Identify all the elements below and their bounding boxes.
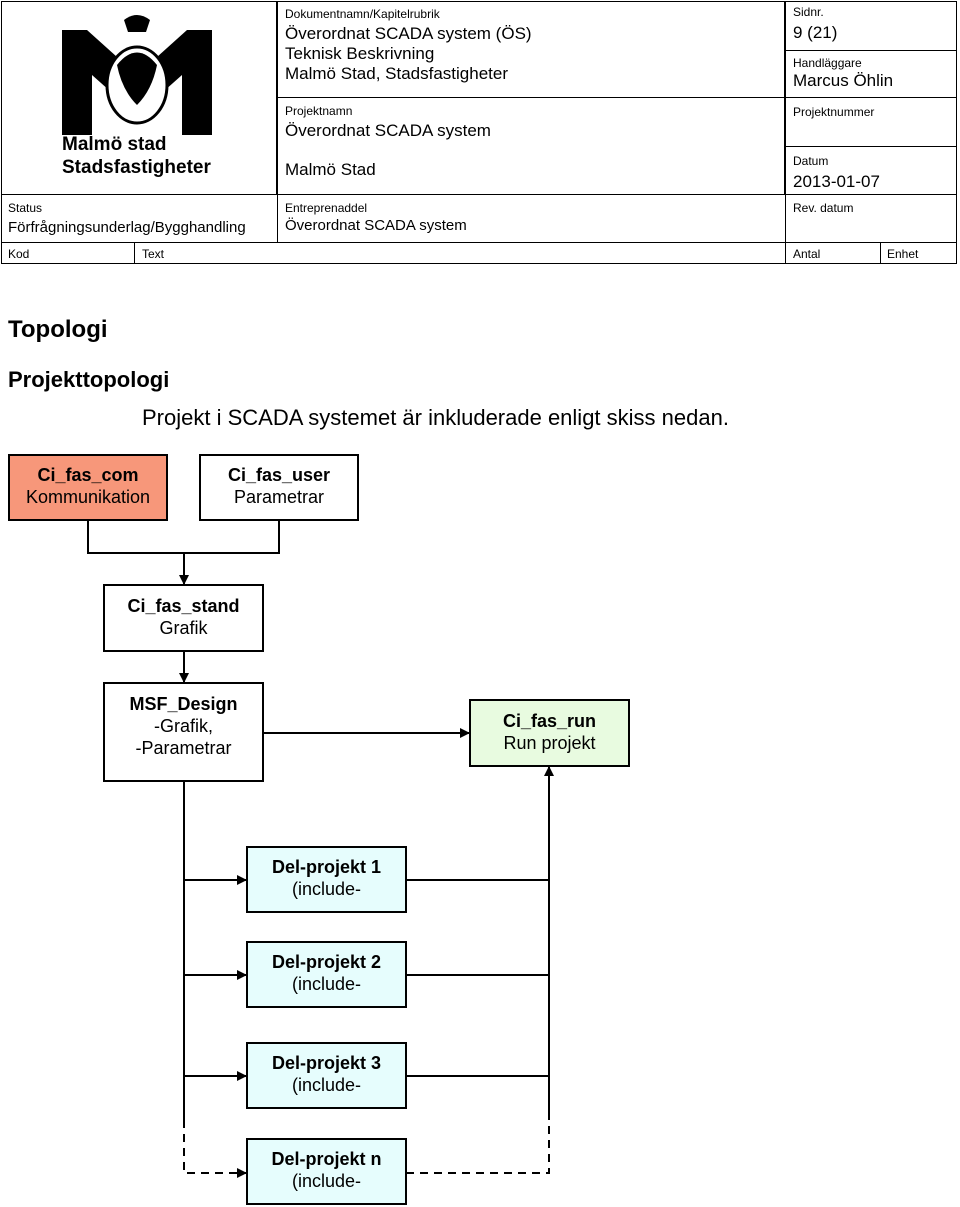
box-ci-fas-com: Ci_fas_com Kommunikation — [8, 454, 168, 521]
status-cell: Status Förfrågningsunderlag/Bygghandling — [1, 194, 278, 243]
project-value-2: Malmö Stad — [285, 160, 376, 179]
project-value: Överordnat SCADA system — [285, 121, 491, 140]
box-del-projekt-3-sub: (include- — [291, 1075, 362, 1095]
box-ci-fas-com-title: Ci_fas_com — [37, 465, 139, 485]
page-label: Sidnr. — [793, 5, 824, 19]
box-ci-fas-stand-sub: Grafik — [159, 618, 208, 638]
box-ci-fas-run: Ci_fas_run Run projekt — [469, 699, 630, 767]
box-ci-fas-stand: Ci_fas_stand Grafik — [103, 584, 264, 652]
box-msf-design-sub-1: -Grafik, — [153, 716, 213, 736]
col-enhet-label: Enhet — [887, 247, 919, 261]
contract-label: Entreprenaddel — [285, 201, 368, 215]
box-ci-fas-user-title: Ci_fas_user — [227, 465, 331, 485]
box-ci-fas-user: Ci_fas_user Parametrar — [199, 454, 359, 521]
projnum-label: Projektnummer — [793, 105, 875, 119]
date-label: Datum — [793, 154, 829, 168]
handler-label: Handläggare — [793, 56, 862, 70]
status-label: Status — [8, 201, 43, 215]
col-text-label: Text — [142, 247, 165, 261]
page-heading: Topologi — [8, 316, 108, 343]
box-msf-design-title: MSF_Design — [129, 694, 238, 714]
box-del-projekt-n-sub: (include- — [291, 1171, 362, 1191]
box-del-projekt-3: Del-projekt 3 (include- — [246, 1042, 407, 1109]
page-subheading: Projekttopologi — [8, 367, 170, 392]
box-msf-design-sub-2: -Parametrar — [135, 738, 232, 758]
rev-date-label: Rev. datum — [793, 201, 854, 215]
status-value: Förfrågningsunderlag/Bygghandling — [8, 219, 246, 236]
box-ci-fas-run-sub: Run projekt — [503, 733, 596, 753]
doc-line-3: Malmö Stad, Stadsfastigheter — [285, 64, 509, 83]
box-del-projekt-1-title: Del-projekt 1 — [271, 857, 382, 877]
handler-value: Marcus Öhlin — [793, 71, 894, 90]
handler-cell: Handläggare Marcus Öhlin — [785, 50, 957, 98]
box-del-projekt-n: Del-projekt n (include- — [246, 1138, 407, 1205]
box-ci-fas-run-title: Ci_fas_run — [502, 711, 597, 731]
doc-label: Dokumentnamn/Kapitelrubrik — [285, 7, 440, 21]
col-enhet: Enhet — [880, 242, 957, 264]
contract-value: Överordnat SCADA system — [285, 217, 467, 234]
col-kod-label: Kod — [8, 247, 30, 261]
box-del-projekt-2-title: Del-projekt 2 — [271, 952, 382, 972]
col-antal-label: Antal — [793, 247, 821, 261]
box-del-projekt-2: Del-projekt 2 (include- — [246, 941, 407, 1008]
header-table: Malmö stad Stadsfastigheter Dokumentnamn… — [1, 1, 957, 264]
box-del-projekt-1: Del-projekt 1 (include- — [246, 846, 407, 913]
page-number: 9 (21) — [793, 23, 838, 42]
box-ci-fas-user-sub: Parametrar — [233, 487, 325, 507]
doc-line-1: Överordnat SCADA system (ÖS) — [285, 24, 532, 43]
box-del-projekt-n-title: Del-projekt n — [271, 1149, 382, 1169]
page-cell: Sidnr. 9 (21) — [785, 1, 957, 51]
project-label: Projektnamn — [285, 104, 353, 118]
doc-line-2: Teknisk Beskrivning — [285, 44, 435, 63]
box-ci-fas-stand-title: Ci_fas_stand — [127, 596, 240, 616]
malmo-stad-logo-icon — [62, 15, 212, 135]
contract-cell: Entreprenaddel Överordnat SCADA system — [277, 194, 786, 243]
box-del-projekt-2-sub: (include- — [291, 974, 362, 994]
logo-text-1: Malmö stad — [62, 134, 167, 155]
date-value: 2013-01-07 — [793, 172, 880, 191]
logo-cell: Malmö stad Stadsfastigheter — [1, 1, 277, 195]
intro-text: Projekt i SCADA systemet är inkluderade … — [142, 405, 729, 430]
box-msf-design: MSF_Design -Grafik, -Parametrar — [103, 682, 264, 782]
logo-text-2: Stadsfastigheter — [62, 157, 211, 178]
box-del-projekt-3-title: Del-projekt 3 — [271, 1053, 382, 1073]
box-del-projekt-1-sub: (include- — [291, 879, 362, 899]
box-ci-fas-com-sub: Kommunikation — [25, 487, 151, 507]
